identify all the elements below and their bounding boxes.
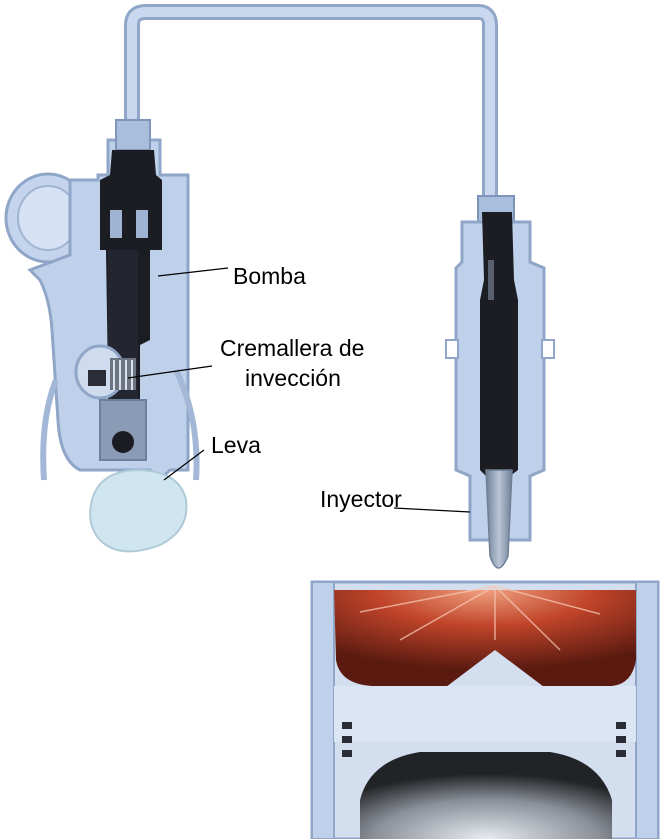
fuel-line-tube — [132, 12, 490, 200]
rack-label-line1: Cremallera de — [220, 335, 364, 362]
injector-label: Inyector — [320, 486, 402, 513]
cylinder-piston — [312, 582, 658, 839]
pump-label: Bomba — [233, 263, 306, 290]
cam-label: Leva — [211, 432, 261, 459]
fuel-line-tube-inner — [132, 12, 490, 200]
injector — [446, 196, 554, 568]
cam-lobe — [90, 470, 186, 551]
rack-label-line2: invección — [245, 365, 341, 392]
injection-pump — [6, 120, 197, 551]
